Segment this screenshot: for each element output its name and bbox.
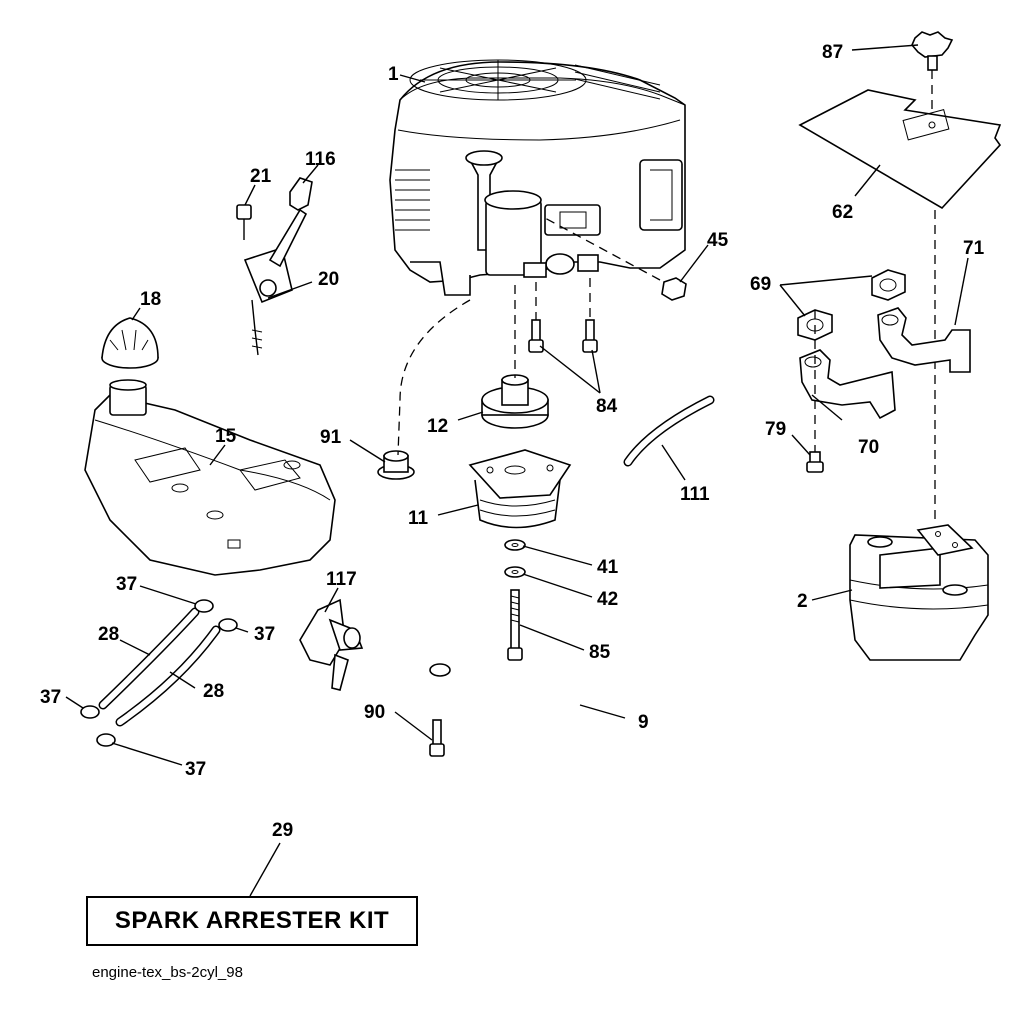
exhaust-pipe-70-part [799,349,896,420]
muffler-part [849,524,989,661]
callout-71: 71 [963,238,985,259]
clutch-11-part [468,449,572,529]
callout-70: 70 [858,437,879,458]
callout-42: 42 [597,589,618,610]
fuel-filter-part [299,598,364,691]
rod-9-part [429,663,611,757]
bolt-79-part [806,451,824,473]
spark-arrester-kit-box: SPARK ARRESTER KIT [86,896,418,946]
dash-45 [544,217,661,281]
diagram-code: engine-tex_bs-2cyl_98 [92,964,243,981]
dash-91 [397,299,471,456]
clamps-37-part [80,599,238,747]
callout-21: 21 [250,166,272,187]
callout-9: 9 [638,712,649,733]
callout-20: 20 [318,269,339,290]
callout-37b: 37 [254,624,275,645]
callout-labels: 1 87 116 21 62 20 45 71 69 18 84 12 91 1… [40,42,985,841]
callout-28b: 28 [203,681,224,702]
leader-lines [65,44,969,897]
callout-1: 1 [388,64,399,85]
callout-69: 69 [750,274,771,295]
callout-37a: 37 [116,574,137,595]
fuel-cap-part [101,317,159,369]
callout-15: 15 [215,426,237,447]
knob-part [911,31,954,71]
engine-part [389,59,686,296]
callout-85: 85 [589,642,611,663]
callout-45: 45 [707,230,729,251]
bolts-84-part [528,319,598,353]
callout-79: 79 [765,419,786,440]
callout-111: 111 [680,484,710,505]
callout-117: 117 [326,569,357,590]
callout-62: 62 [832,202,853,223]
callout-84: 84 [596,396,618,417]
throttle-knob-part [289,177,313,211]
callout-18: 18 [140,289,161,310]
callout-37c: 37 [40,687,61,708]
callout-41: 41 [597,557,619,578]
exhaust-pipe-71-part [877,307,971,373]
callout-2: 2 [797,591,808,612]
washer-41-part [504,539,526,551]
washer-42-part [504,566,526,578]
callout-29: 29 [272,820,293,841]
bolt-85-part [507,589,523,661]
fuel-tank-part [84,379,336,576]
heat-shield-part [798,89,1002,210]
callout-37d: 37 [185,759,206,780]
bolt-90-part [429,719,445,757]
callout-12: 12 [427,416,448,437]
callout-91: 91 [320,427,342,448]
callout-11: 11 [408,508,429,529]
spark-arrester-kit-label: SPARK ARRESTER KIT [114,907,390,934]
bushing-91-part [377,450,415,480]
pulley-12-part [481,374,549,429]
bolt-21-part [236,204,252,240]
nut-45-part [661,277,687,301]
throttle-control-part [243,208,308,356]
callout-87: 87 [822,42,843,63]
callout-28a: 28 [98,624,119,645]
callout-116: 116 [305,149,336,170]
callout-90: 90 [364,702,385,723]
